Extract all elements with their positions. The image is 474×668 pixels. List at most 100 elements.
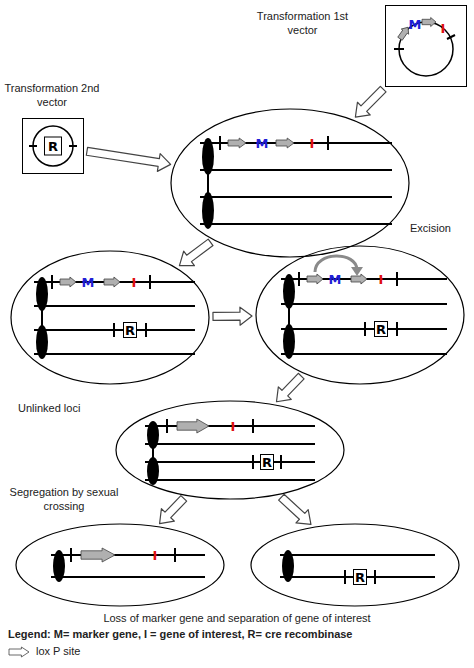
legend-text: lox P site: [36, 645, 80, 658]
step-label: Transformation 1st vector: [255, 10, 350, 38]
ellipse-outline: [10, 250, 210, 385]
gene-letter: I: [153, 549, 158, 562]
step-label: Excision: [410, 222, 470, 236]
loxp-site-arrow: [81, 548, 115, 562]
ellipse-border: [116, 401, 344, 499]
border-tick: [298, 272, 300, 286]
centromere: [202, 138, 214, 175]
process-arrow: [160, 496, 187, 524]
gene-letter: M: [409, 18, 422, 31]
loxp-site-arrow: [276, 138, 294, 148]
border-tick: [252, 419, 254, 433]
progeny-genome-ellipse: R: [250, 523, 460, 607]
chromosome-line: [34, 305, 195, 307]
loxp-site-arrow: [422, 18, 436, 27]
loxp-site-arrow: [177, 419, 209, 433]
centromere: [147, 457, 159, 485]
recombinase-box: R: [260, 454, 274, 470]
border-tick: [113, 323, 115, 337]
gene-letter: R: [376, 323, 386, 336]
border-tick: [174, 548, 176, 562]
border-tick: [252, 455, 254, 469]
process-arrow: [279, 494, 311, 524]
gene-letter: R: [355, 571, 365, 584]
chromosome-line: [145, 461, 315, 463]
border-tick: [69, 145, 77, 147]
border-tick: [396, 272, 398, 286]
plant-genome-ellipse: MI: [170, 108, 410, 258]
chromosome-line: [34, 353, 195, 355]
loxp-site-arrow: [60, 277, 76, 287]
chromosome-line: [145, 479, 315, 481]
border-tick: [396, 322, 398, 336]
plant-genome-ellipse: M I R: [10, 250, 210, 385]
loxp-site-arrow: [9, 647, 29, 657]
legend-line: Legend: M= marker gene, I = gene of inte…: [8, 628, 474, 642]
border-tick: [145, 323, 147, 337]
step-label: Loss of marker gene and separation of ge…: [0, 612, 474, 626]
plasmid-vector-box: MI: [385, 5, 467, 87]
plant-genome-ellipse: MIR: [255, 245, 465, 385]
process-arrow: [213, 307, 252, 325]
centromere: [36, 325, 48, 359]
border-tick: [394, 48, 404, 50]
ellipse-outline: [170, 108, 410, 258]
process-arrow: [355, 86, 386, 117]
loxp-site-arrow: [228, 138, 246, 148]
recombinase-box: R: [374, 321, 388, 337]
gene-letter: I: [231, 420, 236, 433]
chromosome-line: [280, 554, 435, 556]
recombinase-box: R: [353, 569, 367, 585]
gene-letter: R: [125, 324, 135, 337]
border-tick: [374, 570, 376, 584]
vector-drawing: [385, 5, 467, 87]
gene-letter: I: [132, 276, 137, 289]
border-tick: [29, 145, 37, 147]
chromosome-line: [200, 223, 392, 225]
plasmid-circle: [33, 126, 73, 166]
chromosome-line: [281, 303, 447, 305]
step-label: Unlinked loci: [18, 402, 118, 416]
gene-letter: I: [310, 137, 315, 150]
border-tick: [280, 455, 282, 469]
border-tick: [219, 136, 221, 150]
legend-item: lox P site: [8, 645, 80, 658]
chromosome-line: [281, 353, 447, 355]
ellipse-border: [16, 524, 224, 606]
ellipse-outline: [250, 523, 460, 607]
loxp-site-arrow: [104, 277, 120, 287]
border-tick: [70, 548, 72, 562]
ellipse-outline: [115, 400, 345, 500]
chromosome-line: [200, 196, 392, 198]
ellipse-border: [251, 524, 459, 606]
process-arrow: [179, 239, 213, 266]
step-label: Transformation 2nd vector: [2, 82, 102, 110]
centromere: [202, 192, 214, 229]
border-tick: [166, 419, 168, 433]
plant-genome-ellipse: IR: [115, 400, 345, 500]
border-tick: [447, 35, 455, 39]
gene-letter: M: [329, 273, 342, 286]
border-tick: [149, 275, 151, 289]
ellipse-border: [171, 109, 409, 257]
loxp-site-arrow: [307, 274, 323, 284]
centromere: [53, 550, 65, 582]
gene-letter: R: [44, 137, 62, 156]
gene-letter: M: [256, 137, 269, 150]
loxp-site-arrow: [351, 274, 367, 284]
border-tick: [344, 570, 346, 584]
gene-letter: I: [441, 22, 446, 35]
step-label: Segregation by sexual crossing: [4, 486, 124, 514]
centromere: [283, 274, 295, 309]
chromosome-line: [145, 443, 315, 445]
chromosome-line: [51, 576, 205, 578]
border-tick: [51, 275, 53, 289]
chromosome-line: [200, 169, 392, 171]
centromere: [282, 550, 294, 582]
ellipse-outline: [15, 523, 225, 607]
centromere: [36, 277, 48, 311]
border-tick: [364, 322, 366, 336]
gene-letter: M: [82, 276, 95, 289]
